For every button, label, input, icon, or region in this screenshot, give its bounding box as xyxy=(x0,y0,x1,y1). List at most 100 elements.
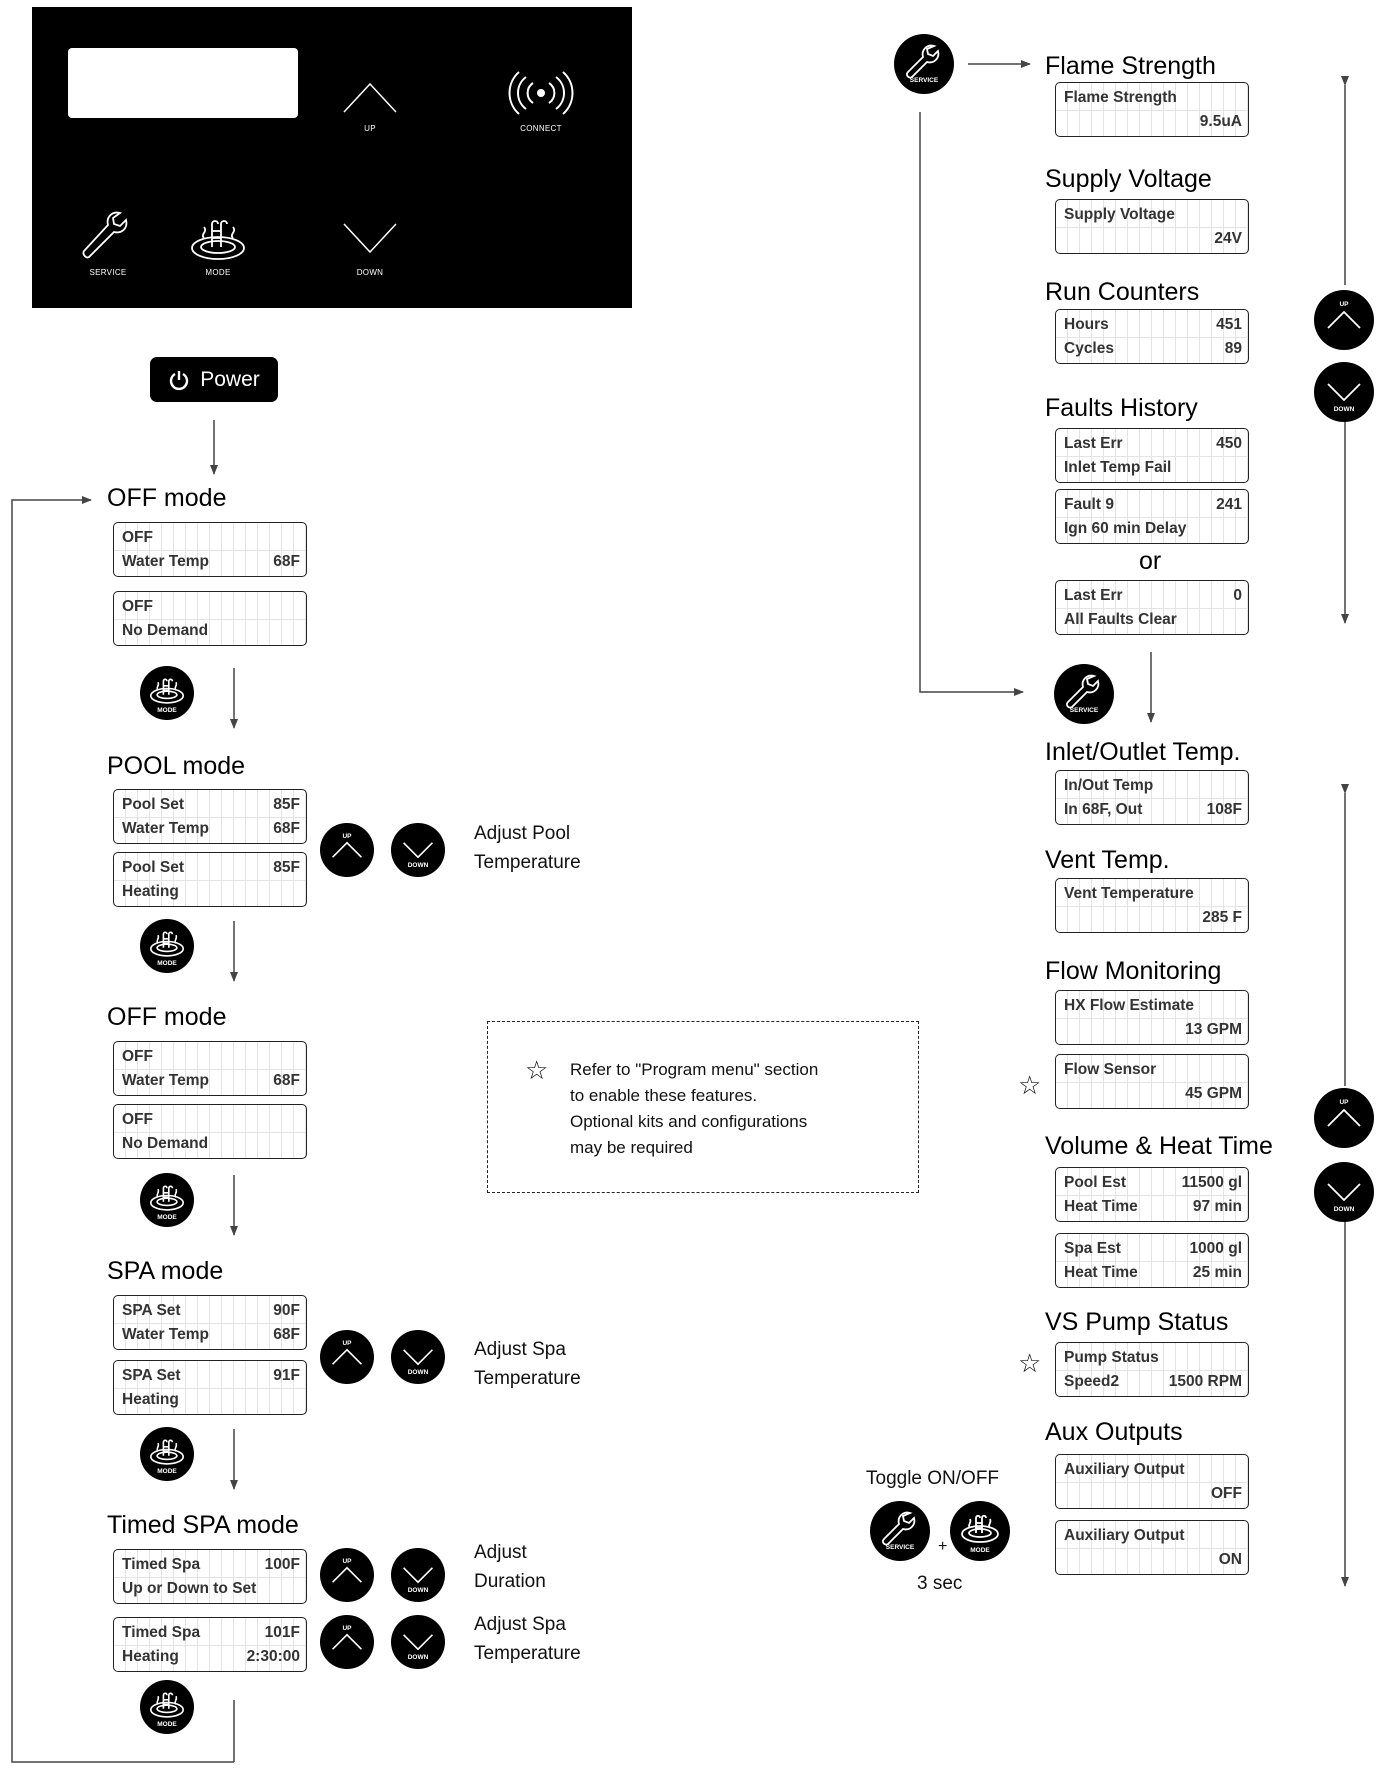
panel-service-button[interactable] xyxy=(78,207,130,263)
button-caption: UP xyxy=(342,833,352,840)
mode-button[interactable]: MODE xyxy=(140,1173,194,1227)
up-button[interactable]: UP xyxy=(320,1548,374,1602)
lcd-line2-left: In 68F, Out xyxy=(1064,801,1143,818)
up-button[interactable]: UP xyxy=(1314,290,1374,350)
down-button[interactable]: DOWN xyxy=(1314,362,1374,422)
faults-history-title: Faults History xyxy=(1045,394,1198,422)
chevron-up-icon xyxy=(332,1348,362,1365)
mode-button[interactable]: MODE xyxy=(140,1680,194,1734)
mode-button[interactable]: MODE xyxy=(950,1501,1010,1561)
note-line: Adjust Spa xyxy=(474,1614,566,1635)
panel-mode-button[interactable] xyxy=(188,214,248,264)
pool-mode-icon xyxy=(191,220,245,260)
mode-button[interactable]: MODE xyxy=(140,1427,194,1481)
up-button[interactable]: UP xyxy=(1314,1088,1374,1148)
lcd-line2-right: 68F xyxy=(273,1072,300,1089)
pool-mode-icon xyxy=(961,1514,999,1543)
chevron-down-icon xyxy=(403,1634,433,1651)
lcd-line1-left: Pump Status xyxy=(1064,1349,1159,1366)
lcd-screen: OFF No Demand xyxy=(113,591,307,646)
panel-display xyxy=(68,48,298,118)
lcd-line2-left: Heating xyxy=(122,1648,179,1665)
button-caption: DOWN xyxy=(407,1587,429,1594)
button-caption: MODE xyxy=(157,1468,177,1475)
lcd-line1-right: 101F xyxy=(264,1624,300,1641)
lcd-line1-right: 11500 gl xyxy=(1181,1174,1242,1191)
lcd-line1-left: OFF xyxy=(122,1111,153,1128)
down-button[interactable]: DOWN xyxy=(1314,1162,1374,1222)
lcd-screen: Auxiliary Output ON xyxy=(1055,1520,1249,1575)
lcd-line1-right: 1000 gl xyxy=(1189,1240,1242,1257)
lcd-line1-right: 451 xyxy=(1216,316,1242,333)
down-button[interactable]: DOWN xyxy=(391,1548,445,1602)
lcd-line1-right: 100F xyxy=(264,1556,300,1573)
lcd-line2-right: 68F xyxy=(273,820,300,837)
lcd-line1-left: Fault 9 xyxy=(1064,496,1114,513)
down-button[interactable]: DOWN xyxy=(391,823,445,877)
lcd-line1-right: 450 xyxy=(1216,435,1242,452)
service-button[interactable]: SERVICE xyxy=(894,34,954,94)
lcd-line1-left: Pool Set xyxy=(122,859,185,876)
lcd-line1-left: Flame Strength xyxy=(1064,89,1177,106)
lcd-line2-right: 2:30:00 xyxy=(246,1648,300,1665)
lcd-line2-left: Ign 60 min Delay xyxy=(1064,520,1187,537)
lcd-line2-left: All Faults Clear xyxy=(1064,611,1177,628)
star-icon: ☆ xyxy=(1018,1348,1042,1378)
service-button[interactable]: SERVICE xyxy=(870,1501,930,1561)
chevron-down-icon xyxy=(403,1349,433,1366)
star-icon: ☆ xyxy=(525,1055,549,1085)
wrench-icon xyxy=(82,211,128,259)
up-button[interactable]: UP xyxy=(320,1615,374,1669)
down-button[interactable]: DOWN xyxy=(391,1615,445,1669)
lcd-line1-left: Spa Est xyxy=(1064,1240,1121,1257)
timed-spa-mode-title: Timed SPA mode xyxy=(107,1511,299,1539)
lcd-screen: Flow Sensor 45 GPM xyxy=(1055,1054,1249,1109)
mode-button[interactable]: MODE xyxy=(140,919,194,973)
lcd-screen: Flame Strength 9.5uA xyxy=(1055,82,1249,137)
lcd-line1-left: Flow Sensor xyxy=(1064,1061,1157,1078)
service-button[interactable]: SERVICE xyxy=(1054,664,1114,724)
power-button[interactable]: Power xyxy=(150,357,278,402)
chevron-down-icon xyxy=(403,842,433,859)
lcd-line2-left: Water Temp xyxy=(122,820,209,837)
hold-duration-label: 3 sec xyxy=(917,1573,963,1594)
lcd-line1-left: OFF xyxy=(122,1048,153,1065)
lcd-line2-left: Inlet Temp Fail xyxy=(1064,459,1172,476)
lcd-line1-left: Pool Set xyxy=(122,796,185,813)
panel-connect-button[interactable] xyxy=(508,70,574,116)
adjust-pool-note: Adjust Pool Temperature xyxy=(474,819,581,877)
spa-mode-title: SPA mode xyxy=(107,1257,224,1285)
lcd-line2-left: Speed2 xyxy=(1064,1373,1120,1390)
or-label: or xyxy=(1139,547,1162,575)
up-button[interactable]: UP xyxy=(320,823,374,877)
lcd-line2-left: Cycles xyxy=(1064,340,1114,357)
panel-up-label: UP xyxy=(364,124,376,133)
button-caption: DOWN xyxy=(407,1654,429,1661)
note-line: Temperature xyxy=(474,1643,581,1664)
lcd-line1-left: Auxiliary Output xyxy=(1064,1527,1185,1544)
lcd-line1-right: 241 xyxy=(1216,496,1242,513)
vs-pump-status-title: VS Pump Status xyxy=(1045,1308,1229,1336)
lcd-line2-right: 45 GPM xyxy=(1185,1085,1242,1102)
lcd-line2-right: 9.5uA xyxy=(1199,113,1242,130)
lcd-line2-left: No Demand xyxy=(122,1135,209,1152)
pool-mode-title: POOL mode xyxy=(107,752,246,780)
panel-up-button[interactable] xyxy=(340,78,400,118)
up-button[interactable]: UP xyxy=(320,1330,374,1384)
off-mode-title: OFF mode xyxy=(107,1003,227,1031)
off-mode-title: OFF mode xyxy=(107,484,227,512)
down-button[interactable]: DOWN xyxy=(391,1330,445,1384)
lcd-line1-left: Vent Temperature xyxy=(1064,885,1194,902)
legend-box xyxy=(487,1021,919,1193)
lcd-screen: OFF No Demand xyxy=(113,1104,307,1159)
pool-mode-icon xyxy=(149,1185,185,1211)
mode-button[interactable]: MODE xyxy=(140,666,194,720)
plus-label: + xyxy=(938,1538,948,1555)
panel-down-button[interactable] xyxy=(340,218,400,258)
